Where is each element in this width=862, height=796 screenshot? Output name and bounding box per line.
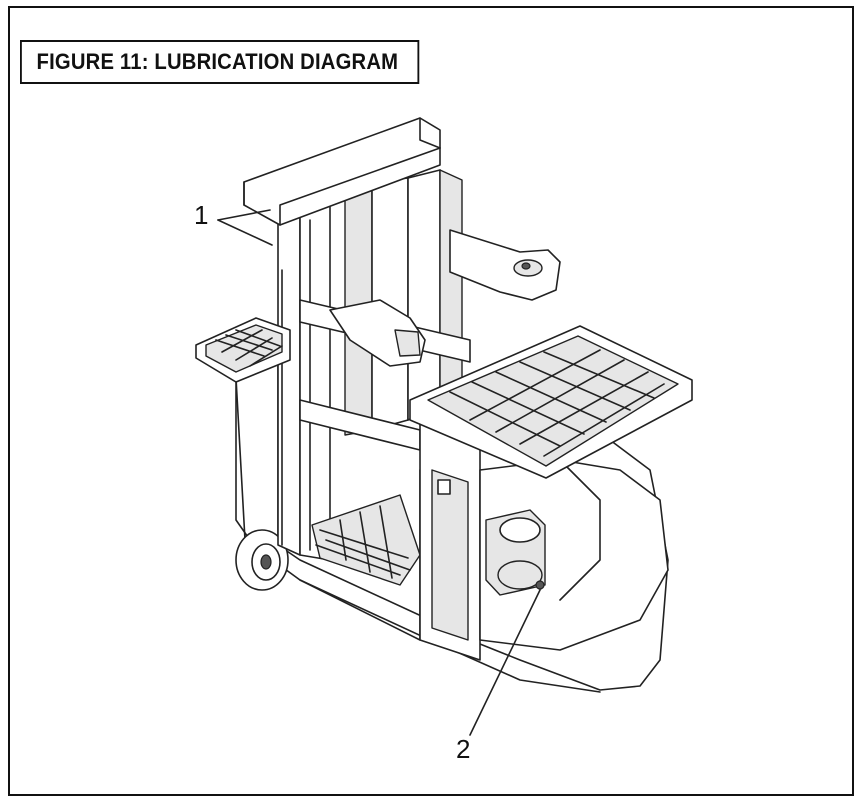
callout-2-label: 2 [456,734,471,764]
drive-motor [479,459,669,651]
floor-mat [311,494,421,586]
carriage [299,299,471,451]
order-picker-illustration [195,117,693,736]
front-tray [409,325,693,479]
control-column [419,419,481,661]
left-tray [195,317,291,383]
figure-title: FIGURE 11: LUBRICATION DIAGRAM [20,40,420,84]
callout-leaders [217,209,541,736]
callout-1-label: 1 [194,200,209,230]
rear-wheel [235,529,289,591]
upper-fork-arm [449,229,561,301]
overhead-guard [243,117,441,226]
